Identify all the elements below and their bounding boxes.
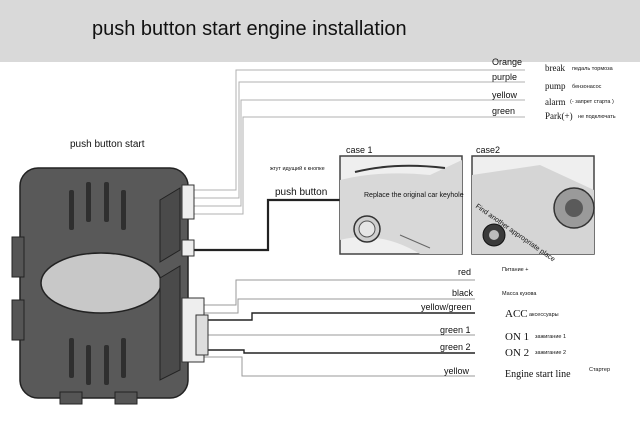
wire-yellow-green — [206, 312, 475, 321]
wire-yellow2 — [200, 356, 475, 377]
wire-color-green2: green 2 — [440, 342, 471, 352]
control-module — [11, 167, 209, 405]
wire-purple — [193, 81, 525, 199]
module-oval — [40, 252, 162, 314]
top-wires — [193, 69, 525, 215]
wire-color-orange: Orange — [492, 57, 523, 67]
wire-red — [200, 279, 475, 306]
func-engine-start: Engine start line — [505, 369, 571, 380]
ru-starter: Стартер — [589, 367, 611, 373]
func-acc: ACC — [505, 308, 528, 320]
wire-color-green1: green 1 — [440, 325, 471, 335]
ru-pump: бензонасос — [572, 84, 602, 90]
func-break: break — [545, 63, 565, 73]
func-on2: ON 2 — [505, 347, 530, 359]
push-button-label: push button — [275, 187, 328, 198]
case1-label: case 1 — [346, 145, 373, 155]
func-alarm: alarm — [545, 97, 566, 107]
wire-push-button — [193, 198, 340, 252]
wire-color-purple: purple — [492, 72, 518, 82]
ru-power: Питание + — [502, 267, 529, 273]
func-on1: ON 1 — [505, 331, 530, 343]
wire-color-yellow: yellow — [492, 90, 518, 100]
func-park: Park(+) — [545, 111, 573, 121]
wire-color-red: red — [458, 267, 472, 277]
ru-on1: зажигание 1 — [535, 334, 567, 340]
wire-yellow — [193, 99, 525, 207]
wire-color-yellow-green: yellow/green — [421, 302, 472, 312]
wire-color-yellow2: yellow — [444, 366, 470, 376]
case2-photo — [471, 155, 595, 255]
harness-label: жгут идущий к кнопке — [270, 166, 325, 172]
diagram-title: push button start engine installation — [92, 18, 407, 40]
func-pump: pump — [545, 81, 566, 91]
title-banner: push button start engine installation — [0, 0, 640, 62]
bottom-wires — [200, 279, 475, 377]
wire-black — [200, 298, 475, 314]
ru-park: не подключать — [578, 114, 616, 120]
module-label: push button start — [70, 139, 145, 150]
case1-photo — [339, 155, 463, 255]
wire-color-black: black — [452, 288, 474, 298]
case1-note: Replace the original car keyhole — [364, 192, 464, 199]
top-connector — [181, 184, 195, 220]
ru-break: педаль тормоза — [572, 66, 613, 72]
case2-label: case2 — [476, 145, 501, 155]
ru-on2: зажигание 2 — [535, 350, 567, 356]
wire-orange — [193, 69, 525, 191]
wire-green — [193, 116, 525, 215]
button-connector — [181, 239, 195, 257]
ru-alarm: (- запрет старта ) — [570, 99, 614, 105]
wire-color-green: green — [492, 106, 516, 116]
ru-ground: Масса кузова — [502, 291, 537, 297]
ru-acc: аксессуары — [529, 312, 559, 318]
wire-green2 — [206, 349, 475, 354]
